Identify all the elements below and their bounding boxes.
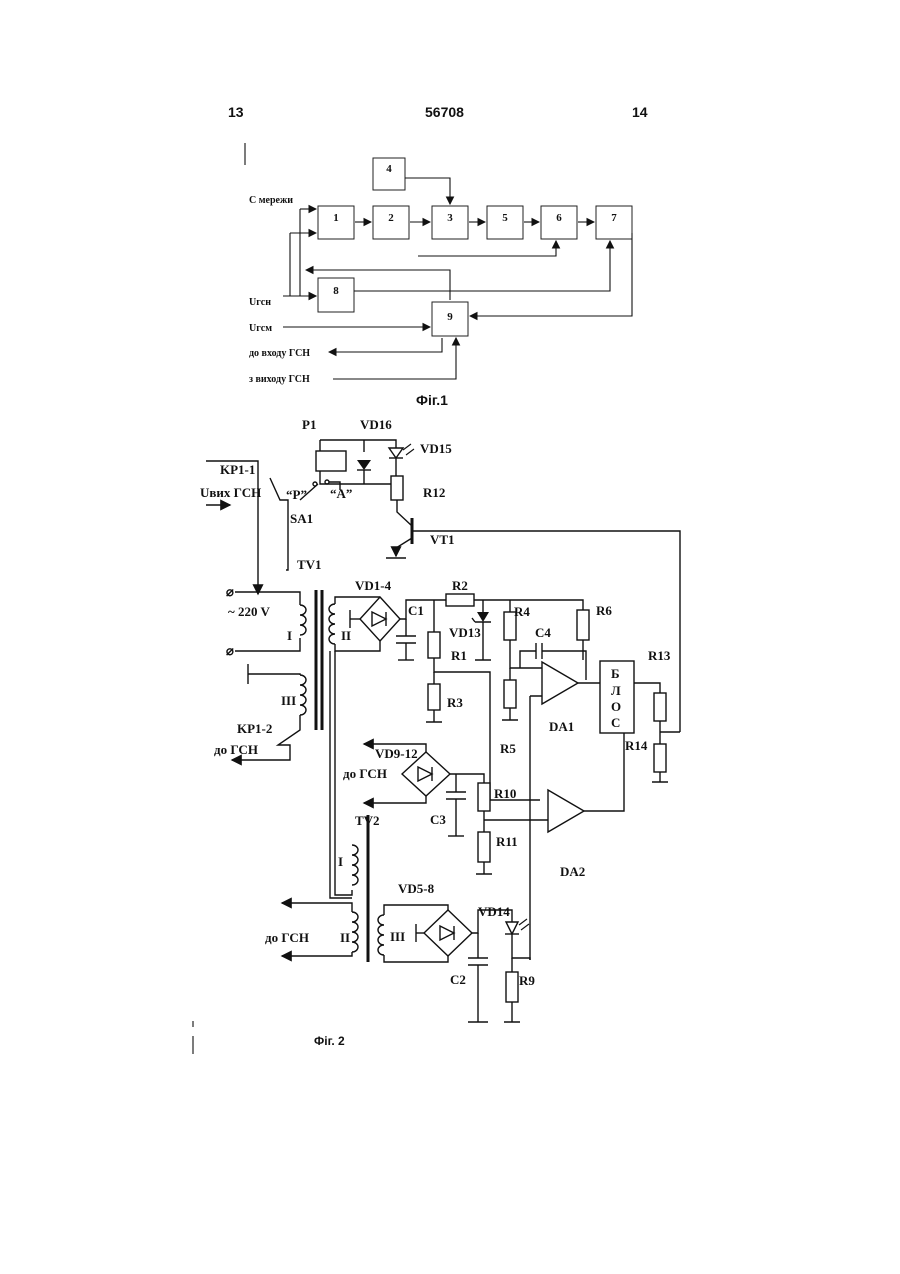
tv2-tertiary-winding: [378, 915, 384, 955]
tv1-winding-1-label: I: [287, 628, 292, 643]
r1-resistor: [428, 632, 440, 658]
block-4-label: 4: [386, 163, 392, 175]
tv2-primary-winding: [352, 845, 358, 885]
blos-letter-4: С: [611, 715, 620, 730]
tv1-secondary-winding: [329, 604, 335, 644]
da2-label: DA2: [560, 864, 585, 879]
r11-resistor: [478, 832, 490, 862]
vd5-8-label: VD5-8: [398, 881, 435, 896]
c2-label: C2: [450, 972, 466, 987]
r6-label: R6: [596, 603, 612, 618]
to-gsn-label-3: до ГСН: [265, 930, 309, 945]
block-1-label: 1: [333, 212, 339, 224]
vd9-12-label: VD9-12: [375, 746, 418, 761]
r11-label: R11: [496, 834, 518, 849]
contact-a-label: “A”: [330, 486, 352, 501]
mains-voltage-label: ~ 220 V: [228, 604, 271, 619]
input-ugsm-label: Uгсм: [249, 323, 272, 334]
r13-label: R13: [648, 648, 671, 663]
vd5-8-bridge: [424, 910, 472, 956]
c1-label: C1: [408, 603, 424, 618]
vd1-4-bridge: [360, 597, 400, 641]
kp1-2-label: KP1-2: [237, 721, 272, 736]
r9-resistor: [506, 972, 518, 1002]
fig1-block-diagram: 4 1 2 3 5 6 7 8 9 С мережи Uгсн Uгсм до …: [249, 158, 632, 408]
block-3-label: 3: [447, 212, 453, 224]
tv2-winding-3-label: III: [390, 929, 405, 944]
block-9-label: 9: [447, 311, 453, 323]
to-input-gsn-label: до входу ГСН: [249, 348, 310, 359]
relay-p1-coil: [316, 451, 346, 471]
c3-capacitor: [446, 774, 466, 836]
da1-opamp: [542, 662, 578, 704]
r10-resistor: [478, 783, 490, 811]
input-ugsn-label: Uгсн: [249, 297, 271, 308]
c1-capacitor: [396, 619, 416, 660]
blos-letter-2: Л: [611, 683, 621, 698]
vd14-label: VD14: [478, 904, 510, 919]
kp1-1-label: KP1-1: [220, 462, 255, 477]
r1-label: R1: [451, 648, 467, 663]
u-out-gsn-label: Uвих ГСН: [200, 485, 261, 500]
mains-terminal-symbol: ⌀: [226, 584, 234, 599]
block-8-label: 8: [333, 285, 339, 297]
r5-resistor: [504, 680, 516, 708]
tv1-winding-2-label: II: [341, 628, 351, 643]
vd16-diode-symbol: [357, 460, 371, 470]
fig2-caption: Фіг. 2: [314, 1034, 345, 1048]
vd14-led-symbol: [506, 922, 518, 934]
r3-label: R3: [447, 695, 463, 710]
r14-resistor: [654, 744, 666, 772]
blos-letter-1: Б: [611, 666, 620, 681]
r12-label: R12: [423, 485, 445, 500]
to-gsn-label-2: до ГСН: [343, 766, 387, 781]
tv2-winding-2-label: II: [340, 930, 350, 945]
r10-label: R10: [494, 786, 516, 801]
fig1-caption: Фіг.1: [416, 392, 448, 408]
c3-label: C3: [430, 812, 446, 827]
c4-label: C4: [535, 625, 551, 640]
to-output-gsn-label: з виходу ГСН: [249, 374, 310, 385]
vd13-zener-symbol: [477, 612, 489, 622]
tv1-winding-3-label: III: [281, 693, 296, 708]
tv1-tertiary-winding: [300, 675, 306, 715]
r2-resistor: [446, 594, 474, 606]
tv2-winding-1-label: I: [338, 854, 343, 869]
block-2-label: 2: [388, 212, 394, 224]
r6-resistor: [577, 610, 589, 640]
block-6-label: 6: [556, 212, 562, 224]
vd15-led-symbol: [389, 448, 403, 458]
mains-terminal-symbol: ⌀: [226, 643, 234, 658]
p1-label: P1: [302, 417, 316, 432]
vd13-label: VD13: [449, 625, 481, 640]
tv1-primary-winding: [300, 605, 306, 635]
r4-label: R4: [514, 604, 530, 619]
tv2-secondary-winding: [352, 912, 358, 952]
contact-p-label: “P”: [286, 487, 307, 502]
input-mains-label: С мережи: [249, 195, 293, 206]
da1-label: DA1: [549, 719, 574, 734]
c2-capacitor: [468, 933, 488, 1022]
vt1-label: VT1: [430, 532, 455, 547]
vd15-label: VD15: [420, 441, 452, 456]
sa1-label: SA1: [290, 511, 313, 526]
r13-resistor: [654, 693, 666, 721]
r2-label: R2: [452, 578, 468, 593]
block-7-label: 7: [611, 212, 617, 224]
r9-label: R9: [519, 973, 535, 988]
fig2-circuit-schematic: P1 VD16 VD15 R12 VT1 KP1-1 Uвих ГСН “P”: [200, 417, 680, 1048]
blos-letter-3: О: [611, 699, 621, 714]
da2-opamp: [548, 790, 584, 832]
r3-resistor: [428, 684, 440, 710]
tv1-label: TV1: [297, 557, 322, 572]
block-5-label: 5: [502, 212, 508, 224]
r5-label: R5: [500, 741, 516, 756]
vd16-label: VD16: [360, 417, 392, 432]
r14-label: R14: [625, 738, 648, 753]
r12-resistor: [391, 476, 403, 500]
vd1-4-label: VD1-4: [355, 578, 392, 593]
to-gsn-label-1: до ГСН: [214, 742, 258, 757]
